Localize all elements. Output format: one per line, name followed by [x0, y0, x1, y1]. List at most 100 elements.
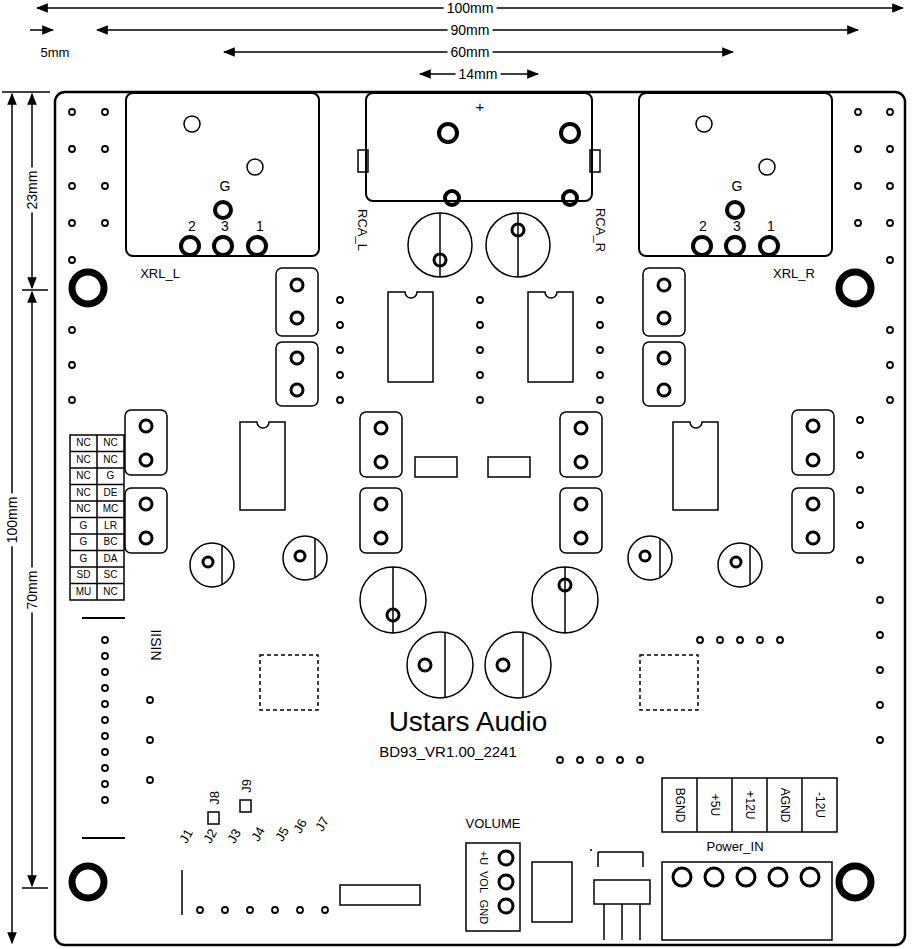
via-dot	[857, 487, 863, 493]
table-cell: NC	[76, 488, 90, 498]
table-cell: MC	[103, 504, 119, 514]
via-dot	[737, 637, 743, 643]
jumper-label: J6	[291, 817, 309, 835]
pin-label: 1	[256, 219, 264, 233]
via-dot	[102, 685, 108, 691]
capacitor-footprints	[190, 213, 762, 698]
pin-label: 2	[699, 219, 707, 233]
via-dot	[69, 257, 75, 263]
via-dot	[597, 757, 603, 763]
via-dot	[477, 372, 483, 378]
volume-connector	[182, 843, 650, 940]
volume-connector: VOLUME+UVOLGND	[460, 812, 526, 934]
jumper-label: J4	[249, 825, 267, 843]
via-dot	[857, 452, 863, 458]
via-dot	[222, 907, 228, 913]
xlr-connector: G231XRL_R	[638, 92, 833, 257]
via-dot	[272, 907, 278, 913]
pin-label: VOLUME	[466, 817, 521, 830]
via-dot	[477, 397, 483, 403]
via-dot	[102, 781, 108, 787]
via-dot	[887, 220, 893, 226]
via-dot	[887, 397, 893, 403]
table-cell: DA	[104, 554, 118, 564]
via-dot	[102, 765, 108, 771]
via-dot	[69, 146, 75, 152]
iis-header-table	[70, 435, 125, 838]
pin-label: -12U	[814, 792, 826, 818]
via-dot	[597, 372, 603, 378]
via-dot	[102, 701, 108, 707]
dimension-label: 100mm	[5, 494, 19, 547]
jumper-label: J3	[225, 827, 243, 845]
ic-footprints	[240, 292, 718, 710]
table-cell: G	[107, 471, 115, 481]
jumper-label: J8	[208, 791, 221, 805]
xlr-connector: G231XRL_L	[125, 92, 320, 257]
via-dot	[102, 183, 108, 189]
via-dot	[617, 757, 623, 763]
via-dot	[102, 220, 108, 226]
via-dot	[887, 257, 893, 263]
table-cell: NC	[103, 438, 117, 448]
dimension-lines	[2, 8, 903, 943]
table-cell: SC	[104, 570, 118, 580]
via-dot	[597, 297, 603, 303]
via-dot	[597, 322, 603, 328]
pin-label: Power_IN	[706, 840, 763, 853]
via-dot	[557, 757, 563, 763]
table-cell: NC	[103, 455, 117, 465]
table-cell: BC	[104, 537, 118, 547]
pin-label: 2	[188, 219, 196, 233]
pin-label: G	[732, 179, 743, 193]
via-dot	[477, 347, 483, 353]
via-dot	[477, 322, 483, 328]
via-dot	[855, 109, 861, 115]
table-cell: SD	[77, 570, 91, 580]
via-dot	[887, 109, 893, 115]
via-dot	[877, 632, 883, 638]
via-dot	[102, 797, 108, 803]
pin-label: +5U	[709, 794, 721, 816]
via-dots	[69, 109, 893, 913]
pin-label: GND	[478, 900, 489, 924]
via-dot	[697, 637, 703, 643]
pin-label: 3	[221, 219, 229, 233]
via-dot	[69, 220, 75, 226]
table-cell: NC	[103, 587, 117, 597]
via-dot	[855, 146, 861, 152]
via-dot	[777, 637, 783, 643]
via-dot	[637, 757, 643, 763]
table-cell: NC	[76, 455, 90, 465]
relay-footprints	[125, 268, 834, 553]
pin-label: 3	[733, 219, 741, 233]
via-dot	[102, 733, 108, 739]
via-dot	[887, 146, 893, 152]
jumper-label: J7	[313, 815, 331, 833]
power-terminal	[662, 778, 837, 940]
via-dot	[857, 557, 863, 563]
brand-text: Ustars Audio	[389, 708, 548, 736]
power-input-terminal: BGND+5U+12UAGND-12UPower_IN	[660, 778, 838, 940]
table-cell: NC	[76, 438, 90, 448]
via-dot	[147, 737, 153, 743]
via-dot	[69, 327, 75, 333]
table-cell: LR	[104, 521, 117, 531]
via-dot	[337, 397, 343, 403]
via-dot	[69, 362, 75, 368]
via-dot	[597, 397, 603, 403]
via-dot	[717, 637, 723, 643]
table-cell: NC	[76, 504, 90, 514]
jumper-label: J9	[240, 779, 253, 793]
dimension-label: 90mm	[448, 23, 493, 37]
via-dot	[69, 109, 75, 115]
via-dot	[102, 637, 108, 643]
via-dot	[887, 327, 893, 333]
jumper-label: J5	[273, 825, 291, 843]
via-dot	[337, 372, 343, 378]
pin-label: RCA_L	[356, 209, 369, 251]
table-cell: DE	[104, 488, 118, 498]
via-dot	[877, 737, 883, 743]
